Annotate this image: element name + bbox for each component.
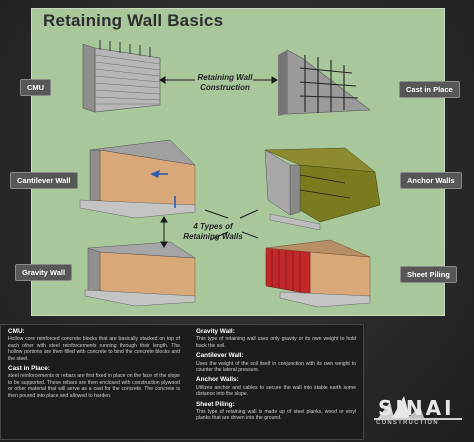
logo-wordmark: SINAI [378, 396, 455, 420]
info-anchor-title: Anchor Walls: [196, 376, 239, 384]
connector-arrows [159, 76, 278, 248]
page-title: Retaining Wall Basics [43, 11, 224, 30]
construction-label-line2: Construction [200, 83, 250, 92]
info-panel: CMU: Hollow core reinforced concrete blo… [0, 324, 364, 440]
construction-label-line1: Retaining Wall [197, 73, 253, 82]
label-cmu: CMU [20, 79, 52, 96]
label-sheet-piling: Sheet Piling [400, 266, 457, 283]
info-gravity-title: Gravity Wall: [196, 328, 235, 335]
label-cast-in-place: Cast in Place [399, 81, 460, 98]
info-cip-title: Cast in Place: [8, 365, 50, 373]
sinai-logo-icon: SINAI [374, 396, 462, 420]
info-cip-text: steel reinforcements or rebars are first… [8, 373, 180, 399]
info-cantilever-title: Cantilever Wall: [196, 352, 244, 360]
gravity-wall-illustration [84, 241, 196, 307]
info-cmu-title: CMU: [8, 328, 25, 335]
sheet-piling-illustration [265, 239, 371, 308]
types-label-line1: 4 Types of [193, 222, 233, 231]
info-column-left: CMU: Hollow core reinforced concrete blo… [8, 328, 180, 403]
info-cmu-text: Hollow core reinforced concrete blocks t… [8, 336, 180, 362]
info-gravity-text: This type of retaining wall uses only gr… [196, 336, 356, 349]
construction-label: Retaining Wall Construction [196, 73, 254, 93]
label-anchor-walls: Anchor Walls [400, 172, 462, 189]
cmu-wall-illustration [82, 40, 161, 113]
info-sheet-text: This type of retaining wall is made up o… [196, 409, 356, 422]
label-cantilever-wall: Cantilever Wall [10, 172, 78, 189]
info-cantilever-text: Uses the weight of the soil itself in co… [196, 360, 356, 374]
cast-in-place-illustration [278, 49, 371, 116]
anchor-wall-illustration [264, 147, 381, 231]
types-label: 4 Types of Retaining Walls [178, 222, 248, 242]
logo-subtitle: CONSTRUCTION [376, 420, 439, 426]
info-anchor-text: Utilizes anchor and cables to secure the… [196, 384, 356, 398]
info-sheet-title: Sheet Piling: [196, 400, 235, 408]
types-label-line2: Retaining Walls [183, 232, 243, 241]
cantilever-wall-illustration [79, 139, 196, 219]
label-gravity-wall: Gravity Wall [15, 264, 73, 281]
info-column-right: Gravity Wall: This type of retaining wal… [196, 328, 356, 426]
